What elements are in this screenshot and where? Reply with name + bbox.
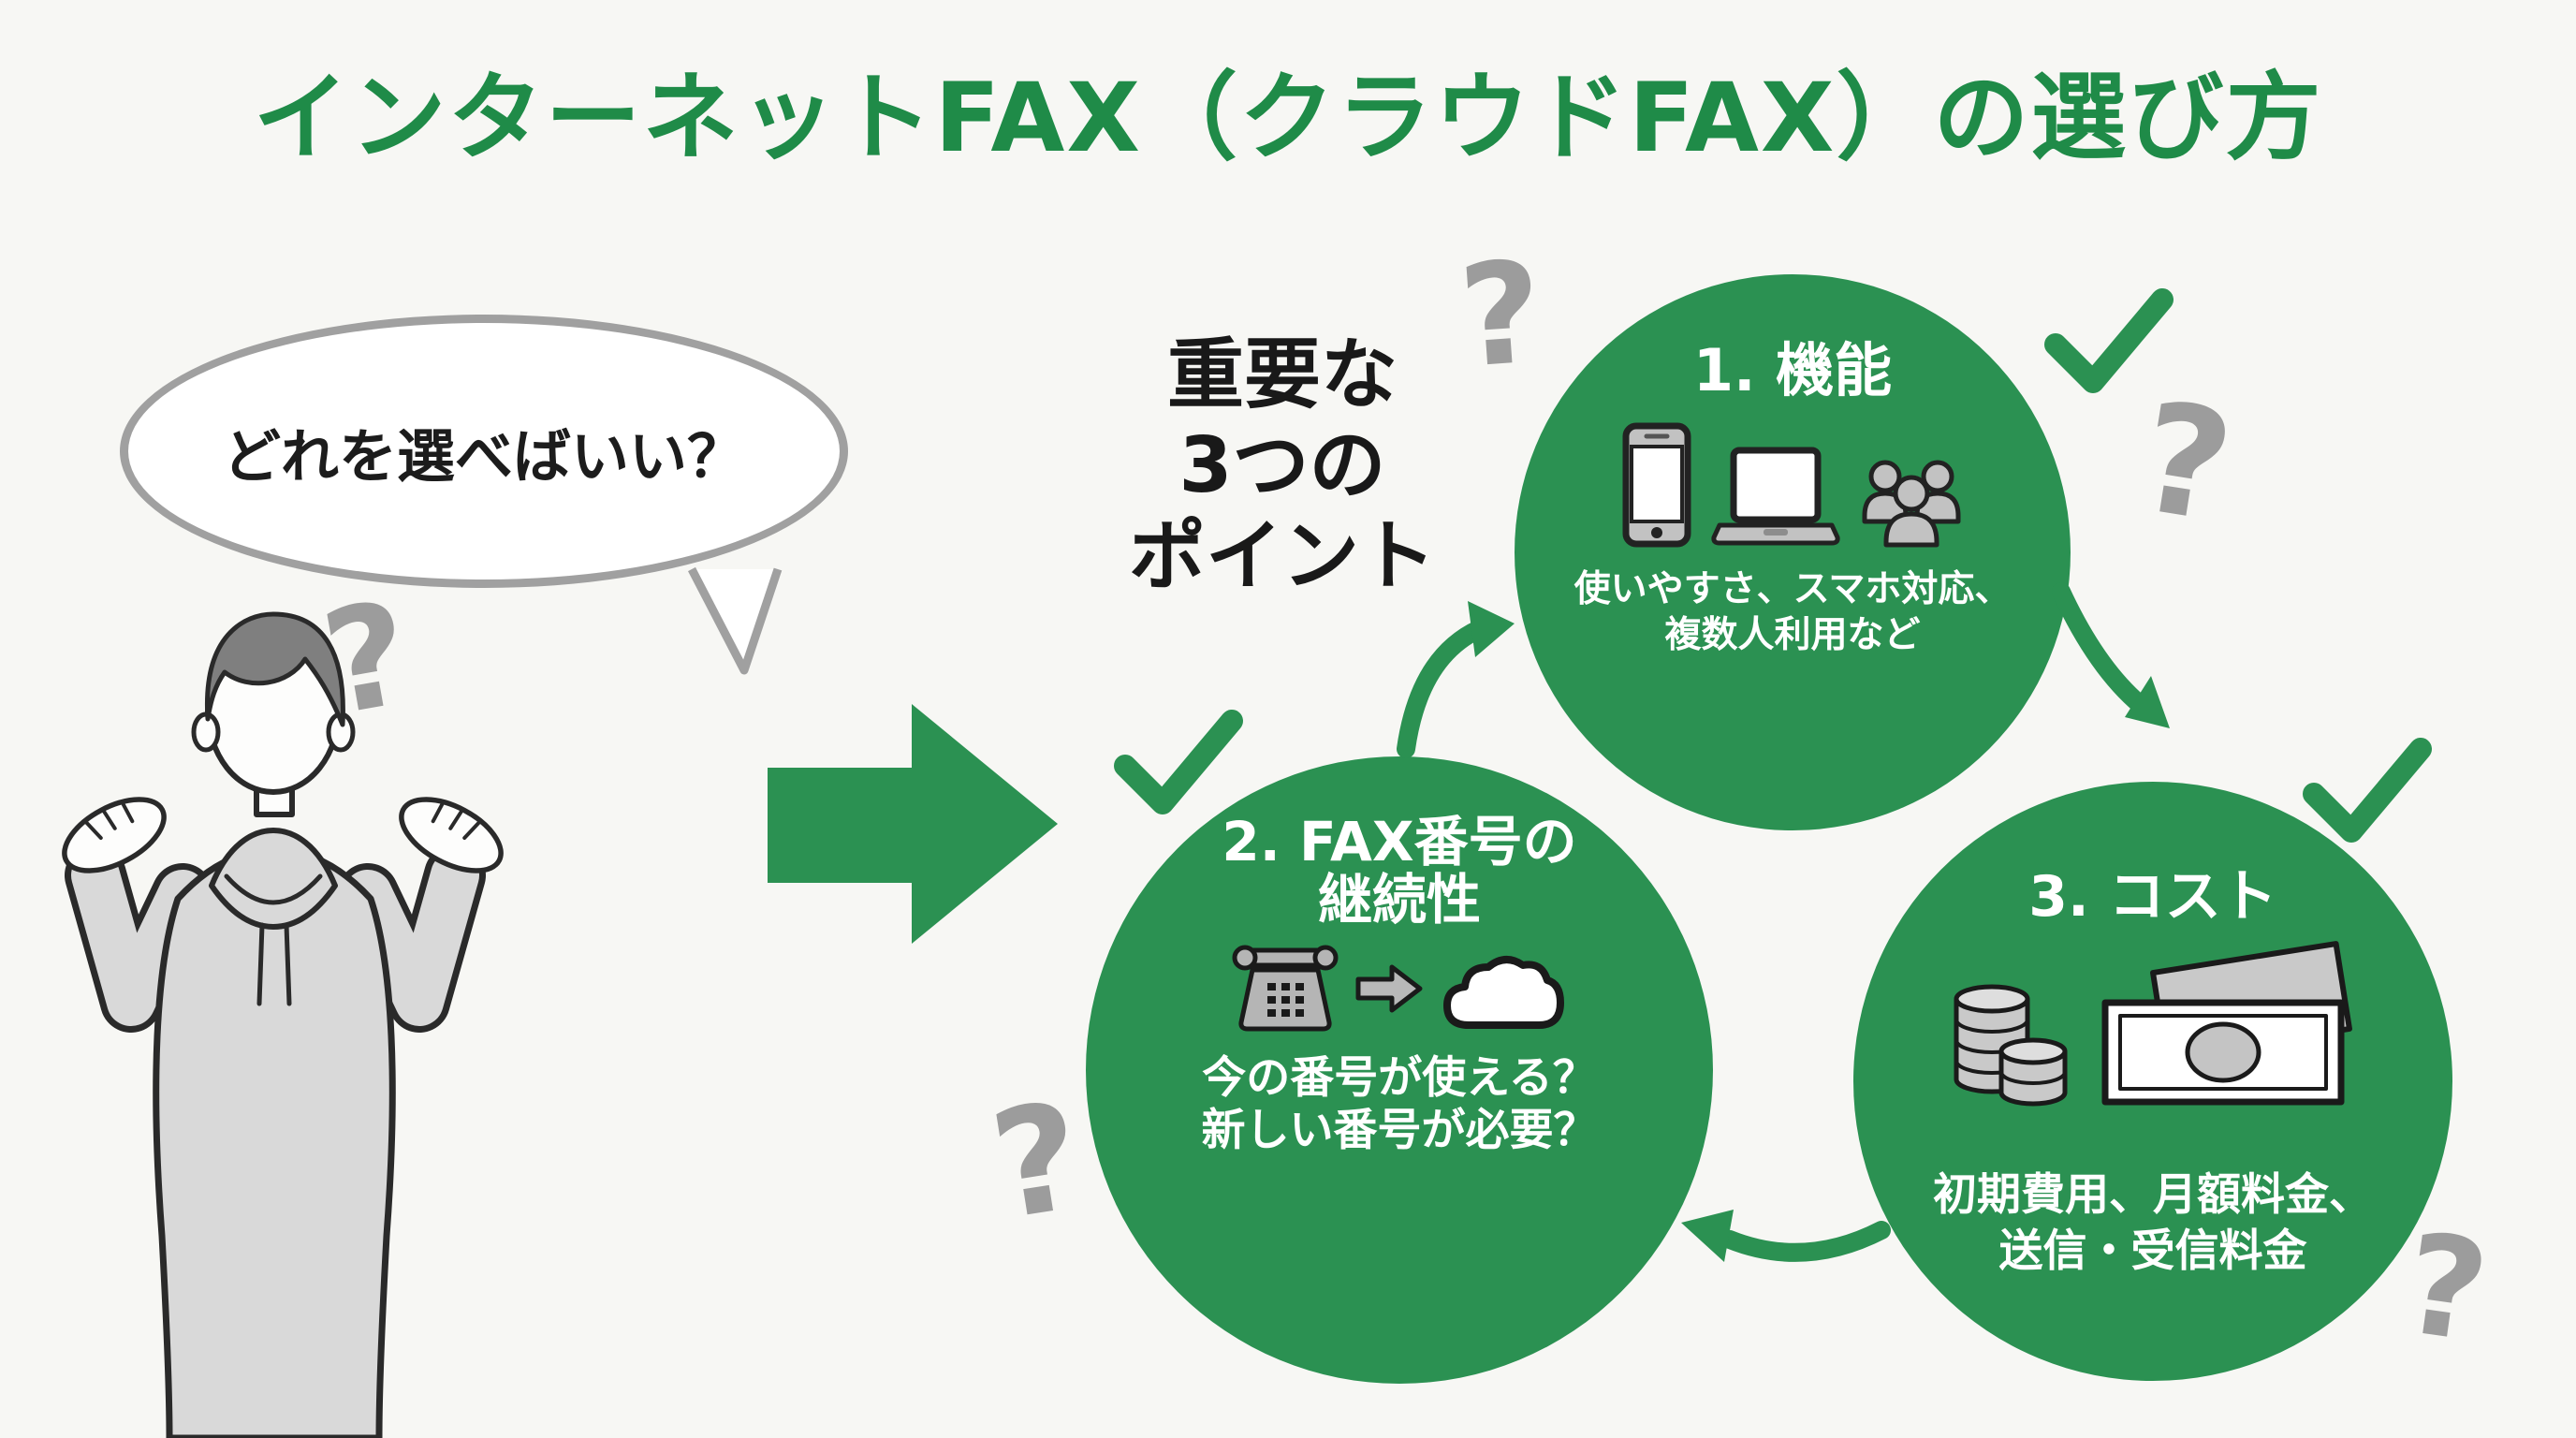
- intro-label: 重要な 3つの ポイント: [1076, 330, 1488, 602]
- question-mark-icon: ?: [981, 1069, 1093, 1255]
- point-2-title: 2. FAX番号の 継続性: [1086, 813, 1713, 929]
- cycle-arrow-3-to-2: [1681, 1210, 1891, 1262]
- intro-line-1: 重要な: [1166, 330, 1398, 419]
- people-icon: [1862, 460, 1961, 548]
- left-hand: [62, 797, 167, 873]
- point-circle-fax-number: 2. FAX番号の 継続性: [1086, 756, 1713, 1384]
- point-2-desc-line-1: 今の番号が使える？: [1202, 1052, 1597, 1104]
- hair: [204, 611, 345, 727]
- point-3-title: 3. コスト: [2028, 864, 2277, 930]
- speech-bubble-tail: [688, 566, 783, 675]
- point-1-desc-line-2: 複数人利用など: [1664, 614, 1921, 656]
- point-2-description: 今の番号が使える？ 新しい番号が必要？: [1086, 1052, 1713, 1157]
- point-3-description: 初期費用、月額料金、 送信・受信料金: [1853, 1167, 2452, 1280]
- confused-person-illustration: [62, 611, 504, 1438]
- fax-phone-icon: [1232, 945, 1339, 1032]
- speech-bubble: どれを選べばいい？: [120, 315, 848, 588]
- point-2-title-line-1: 2. FAX番号の: [1222, 810, 1577, 873]
- point-3-desc-line-1: 初期費用、月額料金、: [1933, 1169, 2373, 1221]
- big-right-arrow-icon: [768, 704, 1058, 944]
- banknote-icon: [2101, 941, 2352, 1106]
- point-1-description: 使いやすさ、スマホ対応、 複数人利用など: [1515, 566, 2071, 658]
- point-1-icons: [1515, 417, 2071, 548]
- cloud-icon: [1443, 956, 1564, 1029]
- point-3-icons: [1853, 932, 2452, 1109]
- right-hand: [399, 797, 504, 873]
- point-3-desc-line-2: 送信・受信料金: [1998, 1225, 2307, 1277]
- point-circle-features: 1. 機能: [1515, 274, 2071, 830]
- point-circle-cost: 3. コスト: [1853, 782, 2452, 1381]
- checkmark-icon: [2044, 288, 2174, 393]
- checkmark-icon: [2303, 738, 2432, 843]
- point-2-desc-line-2: 新しい番号が必要？: [1201, 1105, 1598, 1156]
- laptop-icon: [1711, 447, 1840, 546]
- coin-stack-icon: [1954, 984, 2068, 1107]
- hood-collar: [209, 828, 338, 930]
- cycle-arrow-2-to-1: [1397, 601, 1515, 758]
- hood-drawstrings: [256, 922, 292, 1006]
- smartphone-icon: [1622, 422, 1691, 548]
- arrow-right-icon: [1355, 964, 1423, 1013]
- page-title: インターネットFAX（クラウドFAX）の選び方: [253, 63, 2323, 174]
- point-1-title: 1. 機能: [1692, 336, 1893, 404]
- checkmark-icon: [1114, 710, 1243, 814]
- question-mark-icon: ?: [2128, 369, 2244, 558]
- speech-bubble-text: どれを選べばいい？: [222, 422, 745, 491]
- point-1-desc-line-1: 使いやすさ、スマホ対応、: [1573, 568, 2012, 610]
- cycle-arrow-1-to-3: [2052, 582, 2170, 728]
- point-2-title-line-2: 継続性: [1317, 868, 1481, 932]
- hoodie-torso: [153, 846, 396, 1438]
- intro-line-3: ポイント: [1128, 512, 1436, 601]
- point-2-icons: [1086, 940, 1713, 1037]
- intro-line-2: 3つの: [1178, 421, 1386, 510]
